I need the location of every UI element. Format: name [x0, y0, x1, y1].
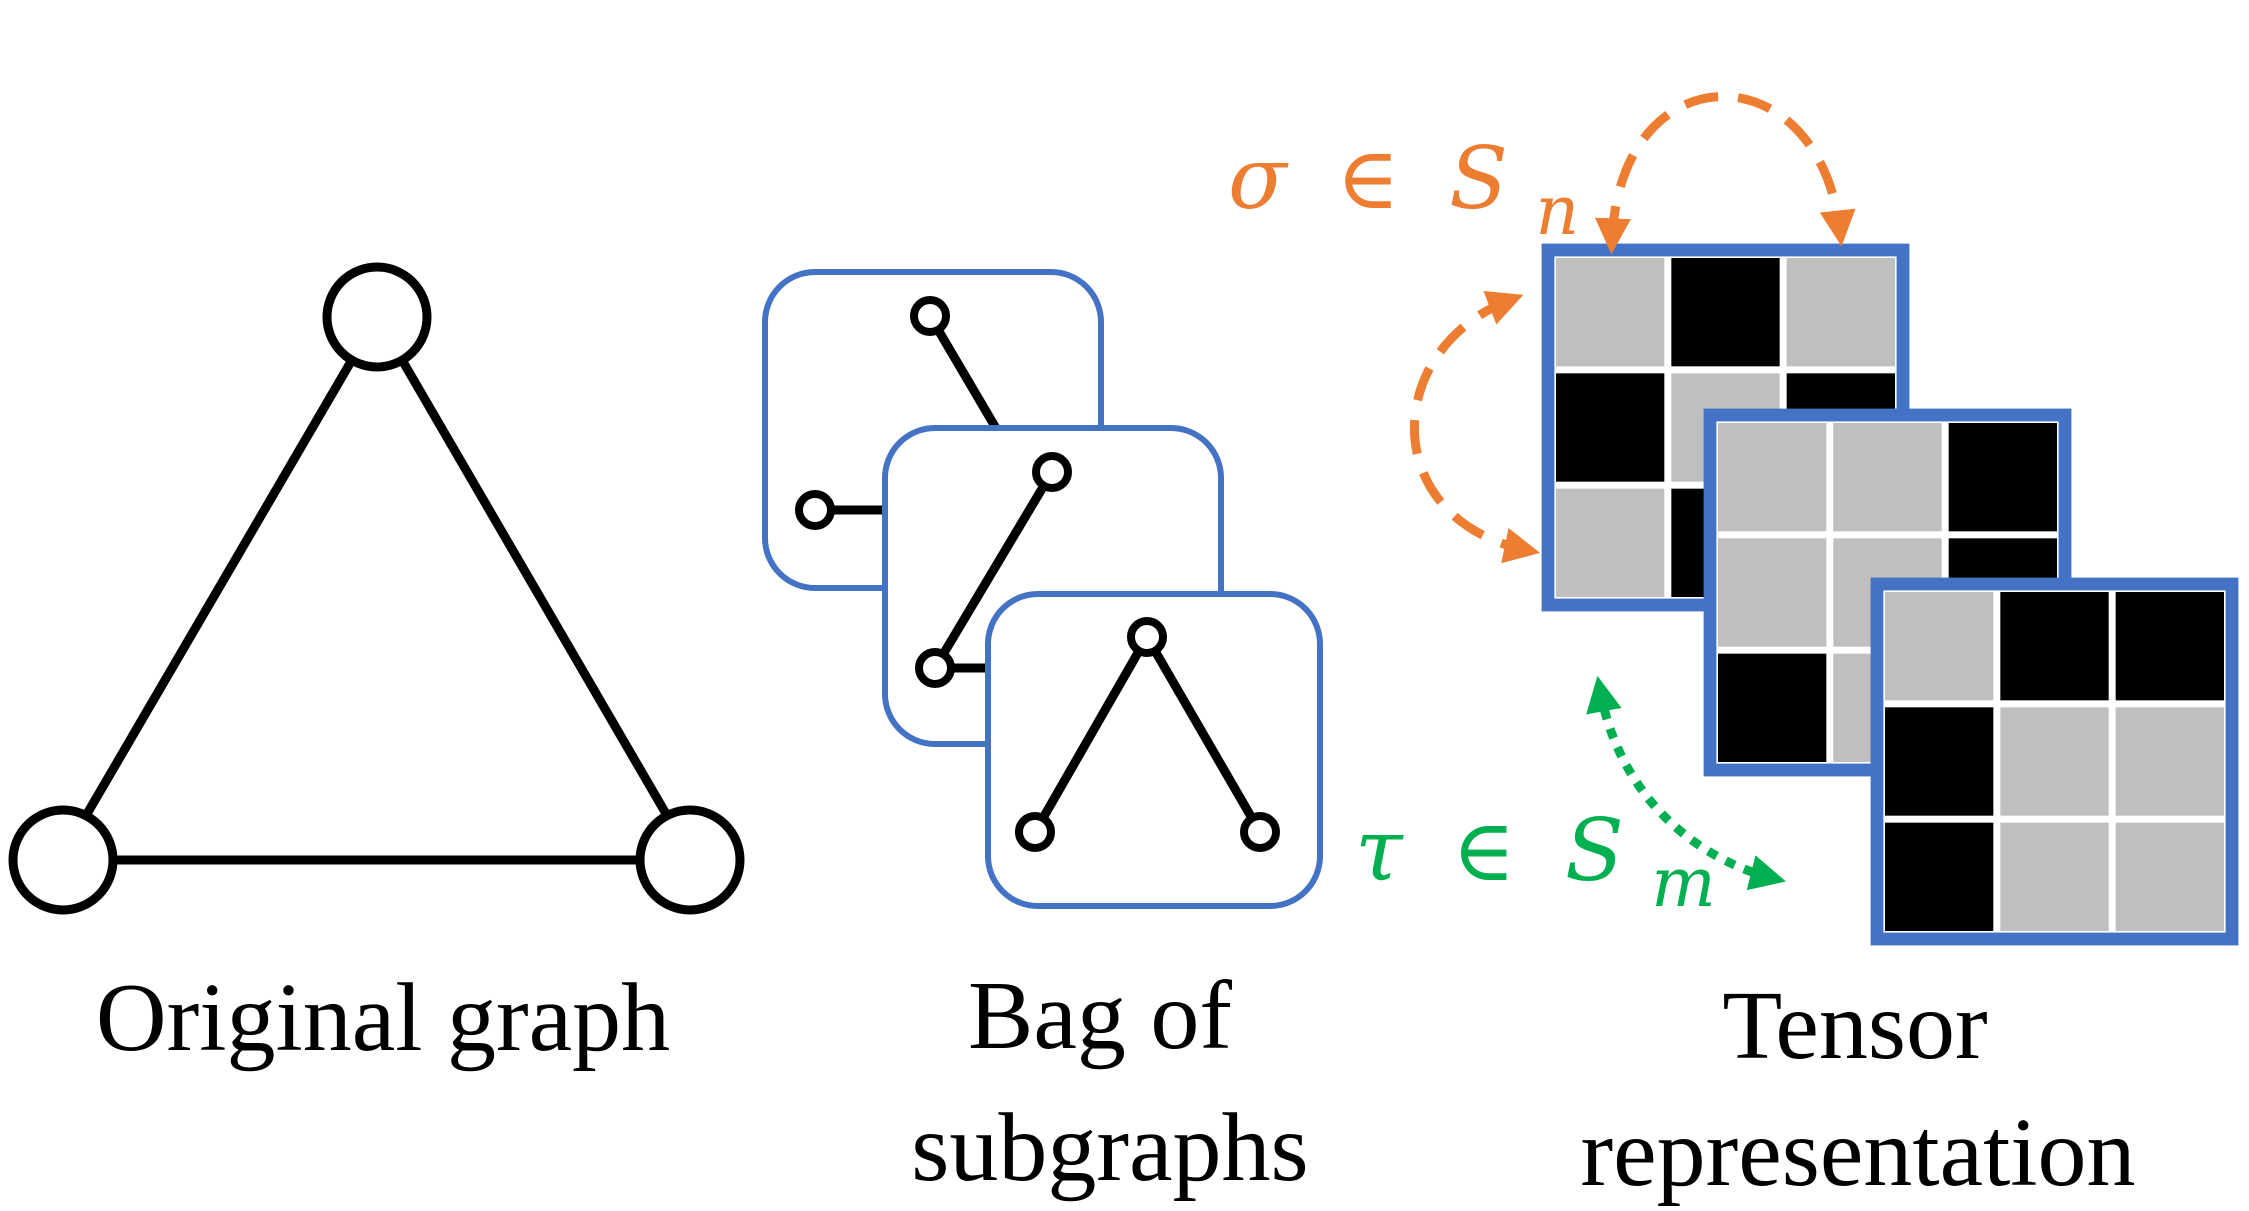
- subgraph-edge: [926, 313, 1004, 438]
- tensor-matrix-3: [1870, 577, 2239, 946]
- tensor-cell-gray: [2115, 822, 2224, 931]
- graph-edge-top-right: [373, 314, 694, 858]
- subgraph-node: [795, 490, 835, 530]
- graph-node-top: [322, 262, 432, 372]
- subgraph-edge: [1031, 634, 1151, 835]
- sigma-set: S: [1449, 129, 1508, 229]
- subgraph-node: [910, 296, 950, 336]
- tensor-cell-gray: [2115, 707, 2224, 816]
- tensor-cell-gray: [1718, 538, 1827, 647]
- sigma-subscript: n: [1535, 172, 1579, 251]
- graph-node-bottom-right: [635, 805, 745, 915]
- tensor-cell-gray: [1718, 423, 1827, 532]
- tensor-cell-black: [2115, 592, 2224, 701]
- tau-set: S: [1565, 801, 1624, 901]
- bag-caption-line2: subgraphs: [911, 1094, 1308, 1202]
- tensor-cell-black: [1885, 707, 1994, 816]
- column-swap-arrow: [1594, 92, 1856, 255]
- sigma-relation: ∈: [1336, 129, 1400, 229]
- tensor-cell-gray: [1885, 592, 1994, 701]
- tensor-cell-black: [1718, 653, 1827, 762]
- tensor-cell-gray: [1556, 258, 1665, 367]
- tensor-cell-black: [1948, 423, 2057, 532]
- tau-subscript: m: [1651, 844, 1715, 923]
- tau-label: τ ∈ S m: [1355, 801, 1716, 923]
- tensor-cell-gray: [2000, 822, 2109, 931]
- subgraph-node: [1032, 452, 1072, 492]
- tau-relation: ∈: [1452, 801, 1516, 901]
- tensor-cell-black: [2000, 592, 2109, 701]
- tensor-cell-black: [1671, 258, 1780, 367]
- bag-caption-line1: Bag of: [968, 962, 1232, 1070]
- graph-node-bottom-left: [8, 805, 118, 915]
- tensor-cell-gray: [1556, 488, 1665, 597]
- subgraph-edge: [931, 469, 1056, 671]
- original-graph-caption: Original graph: [96, 964, 670, 1072]
- graph-edge-top-left: [59, 314, 381, 858]
- sigma-label: σ ∈ S n: [1228, 129, 1579, 251]
- sigma-symbol: σ: [1228, 129, 1289, 229]
- subgraph-swap-arrow: [1586, 675, 1786, 891]
- row-swap-arrow: [1410, 290, 1541, 564]
- original-graph: [8, 262, 745, 915]
- subgraph-node: [915, 648, 955, 688]
- subgraph-node: [1015, 812, 1055, 852]
- tensor-cell-black: [1556, 373, 1665, 482]
- tensor-caption-line2: representation: [1580, 1099, 2135, 1207]
- subgraph-node: [1127, 617, 1167, 657]
- tau-symbol: τ: [1355, 801, 1404, 901]
- subgraph-card-frame: [985, 591, 1323, 909]
- tensor-cell-gray: [1833, 423, 1942, 532]
- subgraph-card-front: [985, 591, 1323, 909]
- subgraph-node: [1240, 812, 1280, 852]
- tensor-cell-gray: [1786, 258, 1895, 367]
- tensor-cell-gray: [2000, 707, 2109, 816]
- subgraph-edge: [1143, 634, 1264, 835]
- tensor-cell-black: [1885, 822, 1994, 931]
- tensor-caption-line1: Tensor: [1722, 972, 1987, 1080]
